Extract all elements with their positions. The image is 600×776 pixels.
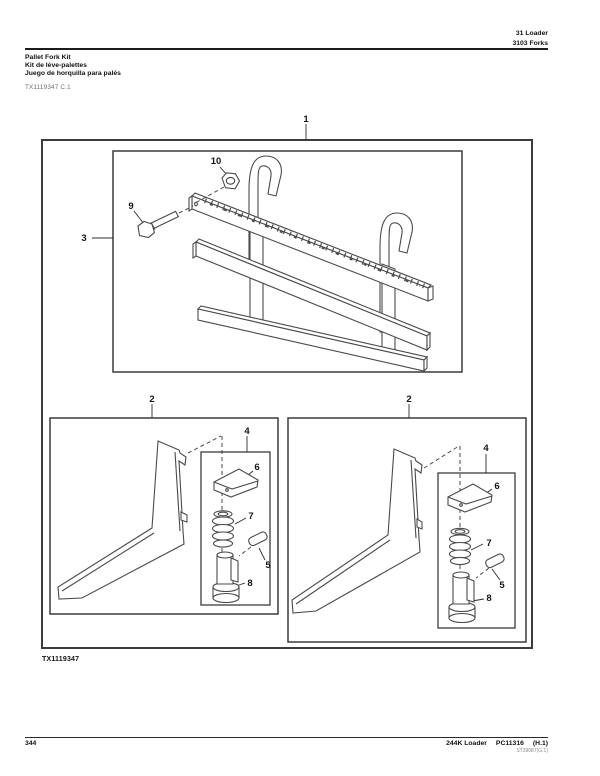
callout-8-left: 8 — [247, 578, 252, 589]
spring-left — [211, 510, 235, 548]
footer-catalog-block: 244K Loader PC11316 (H.1) — [446, 740, 548, 747]
callout-5-left: 5 — [265, 560, 271, 571]
callout-numbers: 1 2 2 3 4 4 5 5 6 6 7 7 8 8 9 10 — [81, 114, 505, 604]
page-title-es: Juego de horquilla para palés — [25, 69, 121, 77]
fork-assembly-right — [291, 445, 505, 624]
hex-bolt — [137, 210, 180, 239]
callout-2-left: 2 — [149, 394, 154, 405]
callout-4-left: 4 — [244, 426, 250, 437]
footer-stamp: ST39087(G.1) — [516, 748, 548, 754]
fork-drawing-right — [291, 448, 423, 614]
assembly-dashed-lines — [178, 186, 225, 214]
callout-3: 3 — [81, 233, 86, 244]
callout-5-right: 5 — [499, 580, 505, 591]
footer-rule — [25, 737, 548, 739]
middle-rail — [192, 238, 431, 352]
latch-plate-right — [447, 483, 493, 513]
latch-pin-right — [448, 571, 476, 624]
hex-nut — [221, 172, 241, 190]
fork-assembly-left — [57, 435, 268, 604]
callout-2-right: 2 — [406, 394, 411, 405]
header-rule — [25, 48, 548, 50]
fork-box-right — [287, 417, 527, 643]
header-section-block: 31 Loader 3103 Forks — [512, 29, 548, 48]
bottom-rail — [196, 305, 429, 373]
footer-revision: (H.1) — [532, 740, 548, 747]
spring-right — [448, 527, 472, 566]
figure-id: TX1119347 — [42, 656, 80, 663]
fork-drawing-left — [57, 440, 188, 600]
page-number: 344 — [25, 740, 37, 747]
callout-8-right: 8 — [486, 593, 491, 604]
fork-box-left — [49, 417, 279, 615]
footer-model: 244K Loader — [446, 740, 487, 747]
callout-4-right: 4 — [483, 443, 489, 454]
page-title-en: Pallet Fork Kit — [25, 54, 71, 61]
callout-10: 10 — [211, 156, 222, 167]
carriage-box — [112, 150, 463, 373]
footer-catalog: PC11316 — [495, 740, 524, 747]
hardware-box-right — [437, 472, 516, 629]
callout-7-left: 7 — [248, 511, 253, 522]
roll-pin-left — [248, 531, 268, 547]
callout-1: 1 — [303, 114, 309, 125]
header-subsection: 3103 Forks — [512, 39, 548, 47]
latch-pin-left — [212, 551, 240, 604]
callout-6-left: 6 — [254, 462, 259, 473]
roll-pin-right — [485, 553, 505, 569]
kit-boundary-box — [41, 139, 533, 649]
serrated-rail — [188, 192, 434, 302]
header-section: 31 Loader — [515, 30, 548, 37]
figure-reference: TX1119347 C.1 — [25, 84, 71, 91]
callout-6-right: 6 — [494, 481, 499, 492]
carriage-frame-drawing — [137, 155, 434, 373]
latch-plate-left — [213, 468, 259, 498]
page-title-fr: Kit de lève-palettes — [25, 61, 87, 69]
callout-7-right: 7 — [486, 538, 491, 549]
rail-serration-ticks — [204, 198, 427, 290]
callout-9: 9 — [128, 201, 133, 212]
page-title-block: Pallet Fork Kit Kit de lève-palettes Jue… — [25, 54, 121, 77]
hardware-box-left — [200, 451, 271, 606]
rail-bolt-hole — [194, 201, 198, 207]
